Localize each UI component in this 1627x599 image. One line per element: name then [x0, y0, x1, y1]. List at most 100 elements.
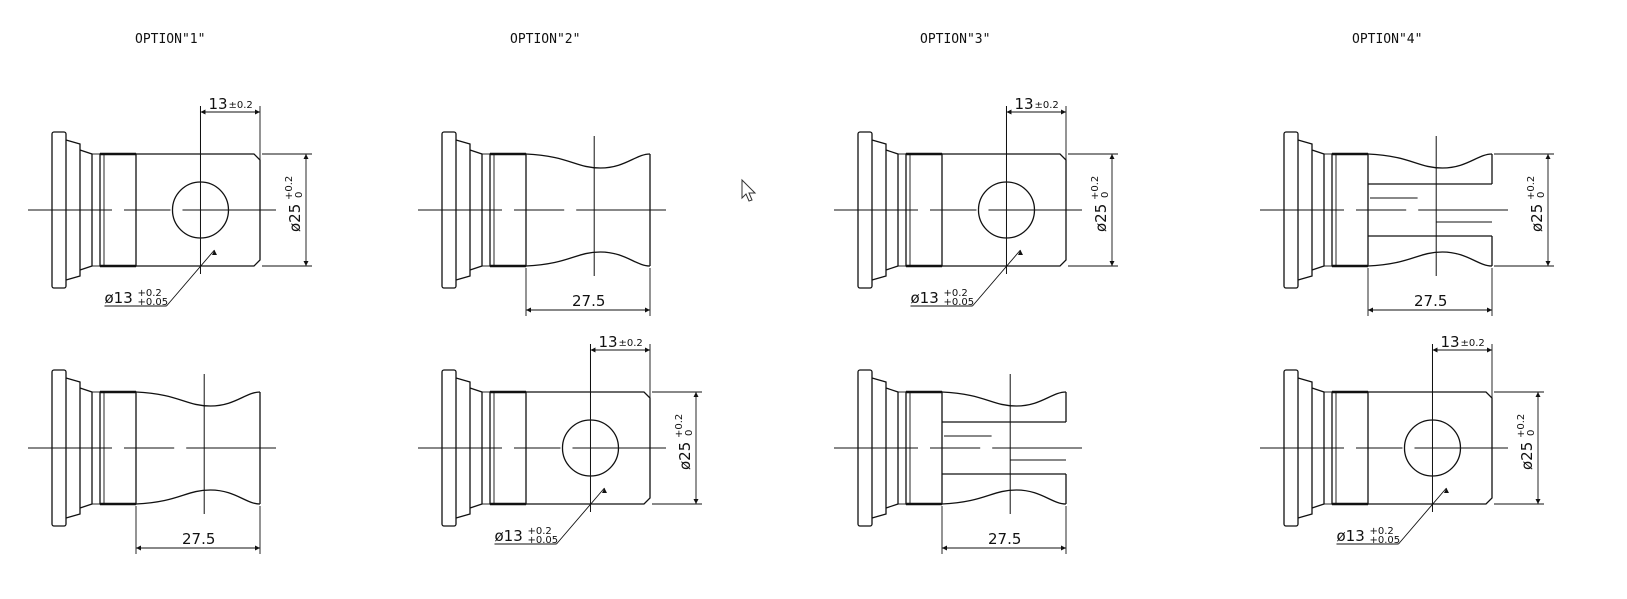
leader-line — [972, 249, 1021, 307]
arrow-head — [1368, 307, 1373, 313]
waist-bottom-curve — [1367, 251, 1493, 267]
hole-tolerance-lower: +0.05 — [137, 297, 168, 308]
arrow-head — [1006, 109, 1012, 115]
arrow-head — [136, 545, 141, 551]
arrow-head — [1061, 545, 1066, 551]
waist-bottom-curve — [135, 489, 261, 505]
waist-bottom-curve — [525, 251, 651, 267]
waist-bottom-curve — [941, 489, 1067, 505]
arrow-head — [1432, 347, 1438, 353]
arrow-head — [942, 545, 947, 551]
offset-tolerance-label: ±0.2 — [228, 100, 252, 111]
offset-dimension-label: 13 — [598, 333, 617, 351]
diameter-tolerance-lower: 0 — [1526, 430, 1537, 436]
arrow-head — [303, 154, 309, 159]
diameter-label: ø25 — [286, 204, 304, 232]
leader-line — [166, 249, 215, 307]
diameter-tolerance-upper: +0.2 — [1090, 176, 1101, 200]
length-dimension-label: 27.5 — [1414, 292, 1447, 310]
diameter-tolerance-lower: 0 — [684, 430, 695, 436]
arrow-head — [1109, 261, 1115, 266]
arrow-head — [255, 109, 260, 115]
arrow-head — [645, 307, 650, 313]
hole-tolerance-upper: +0.2 — [1369, 526, 1393, 537]
offset-dimension-label: 13 — [1440, 333, 1459, 351]
diameter-tolerance-upper: +0.2 — [674, 414, 685, 438]
arrow-head — [303, 261, 309, 266]
arrow-head — [211, 250, 217, 255]
offset-tolerance-label: ±0.2 — [618, 338, 642, 349]
offset-tolerance-label: ±0.2 — [1460, 338, 1484, 349]
offset-tolerance-label: ±0.2 — [1034, 100, 1058, 111]
length-dimension-label: 27.5 — [988, 530, 1021, 548]
hole-tolerance-upper: +0.2 — [943, 288, 967, 299]
arrow-head — [590, 347, 596, 353]
hole-tolerance-lower: +0.05 — [527, 535, 558, 546]
arrow-head — [1545, 261, 1551, 266]
waist-top-curve — [1367, 153, 1493, 169]
diameter-label: ø25 — [1518, 442, 1536, 470]
diameter-label: ø25 — [676, 442, 694, 470]
option-4-title: OPTION"4" — [1352, 32, 1422, 47]
diameter-tolerance-lower: 0 — [1536, 192, 1547, 198]
hole-diameter-label: ø13 — [494, 527, 522, 545]
hole-tolerance-lower: +0.05 — [943, 297, 974, 308]
arrow-head — [1535, 499, 1541, 504]
option-1-bottom-part: 27.5 — [28, 369, 276, 554]
offset-dimension-label: 13 — [1014, 95, 1033, 113]
arrow-head — [526, 307, 531, 313]
option-3-title: OPTION"3" — [920, 32, 990, 47]
hole-tolerance-upper: +0.2 — [527, 526, 551, 537]
length-dimension-label: 27.5 — [182, 530, 215, 548]
arrow-head — [601, 488, 607, 493]
arrow-head — [1017, 250, 1023, 255]
hole-diameter-label: ø13 — [1336, 527, 1364, 545]
diameter-tolerance-upper: +0.2 — [1516, 414, 1527, 438]
hole-tolerance-upper: +0.2 — [137, 288, 161, 299]
diameter-label: ø25 — [1528, 204, 1546, 232]
arrow-head — [1487, 307, 1492, 313]
arrow-head — [1443, 488, 1449, 493]
diameter-tolerance-lower: 0 — [1100, 192, 1111, 198]
diameter-label: ø25 — [1092, 204, 1110, 232]
arrow-head — [693, 499, 699, 504]
arrow-head — [1487, 347, 1492, 353]
arrow-head — [645, 347, 650, 353]
arrow-head — [1061, 109, 1066, 115]
arrow-head — [1535, 392, 1541, 397]
option-2-top-part: 27.5 — [418, 131, 666, 316]
diameter-tolerance-lower: 0 — [294, 192, 305, 198]
waist-top-curve — [525, 153, 651, 169]
arrow-head — [200, 109, 206, 115]
hole-tolerance-lower: +0.05 — [1369, 535, 1400, 546]
option-3-bottom-part: 27.5 — [834, 369, 1082, 554]
waist-top-curve — [941, 391, 1067, 407]
option-1-title: OPTION"1" — [135, 32, 205, 47]
leader-line — [1398, 487, 1447, 545]
diameter-tolerance-upper: +0.2 — [284, 176, 295, 200]
offset-dimension-label: 13 — [208, 95, 227, 113]
arrow-head — [1109, 154, 1115, 159]
hole-diameter-label: ø13 — [910, 289, 938, 307]
waist-top-curve — [135, 391, 261, 407]
length-dimension-label: 27.5 — [572, 292, 605, 310]
arrow-head — [1545, 154, 1551, 159]
mouse-cursor-icon — [741, 178, 757, 202]
leader-line — [556, 487, 605, 545]
hole-diameter-label: ø13 — [104, 289, 132, 307]
diameter-tolerance-upper: +0.2 — [1526, 176, 1537, 200]
arrow-head — [693, 392, 699, 397]
arrow-head — [255, 545, 260, 551]
option-2-title: OPTION"2" — [510, 32, 580, 47]
